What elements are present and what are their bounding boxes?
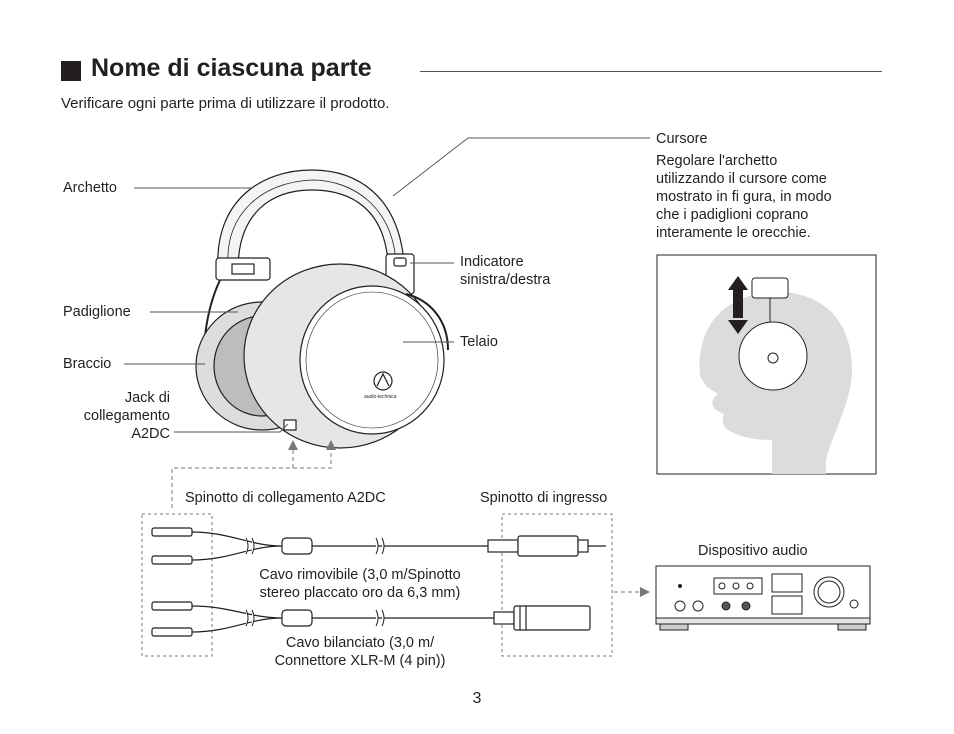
label-archetto: Archetto <box>63 180 117 196</box>
label-spinotto-ingresso: Spinotto di ingresso <box>480 490 608 506</box>
label-padiglione: Padiglione <box>63 304 131 320</box>
cable-unbalanced <box>151 527 606 565</box>
cable-balanced <box>151 601 591 637</box>
logo-mark <box>373 371 393 391</box>
label-telaio: Telaio <box>460 334 498 350</box>
page-number: 3 <box>472 690 482 707</box>
title-rule <box>420 71 882 72</box>
label-indicatore: Indicatore sinistra/destra <box>460 254 551 288</box>
headband <box>217 169 405 271</box>
label-braccio: Braccio <box>63 356 112 372</box>
arrow-up-a <box>288 440 298 450</box>
slider-double-arrow <box>728 276 748 334</box>
a2dc-jack <box>283 419 297 431</box>
plug-box-right <box>501 513 613 657</box>
page-subtitle: Verificare ogni parte prima di utilizzar… <box>61 95 390 112</box>
arrow-up-b <box>326 440 336 450</box>
label-dispositivo-audio: Dispositivo audio <box>698 543 808 559</box>
label-jack-a2dc: Jack di collegamento A2DC <box>83 390 170 442</box>
plug-box-left <box>141 513 213 657</box>
cable-break-marks <box>245 537 385 627</box>
dashed-connector <box>171 444 332 508</box>
inset-headphone <box>738 277 808 391</box>
frame <box>299 285 445 435</box>
cursore-description: Regolare l'archetto utilizzando il curso… <box>656 153 832 241</box>
label-cavo-rimovibile: Cavo rimovibile (3,0 m/Spinotto stereo p… <box>259 567 461 601</box>
label-cursore: Cursore <box>656 131 708 147</box>
audio-device-drawing <box>655 565 871 631</box>
title-marker-square <box>61 61 81 81</box>
logo-text: audio-technica <box>364 394 397 400</box>
label-spinotto-a2dc: Spinotto di collegamento A2DC <box>185 490 386 506</box>
page-title: Nome di ciascuna parte <box>91 54 372 82</box>
label-cavo-bilanciato: Cavo bilanciato (3,0 m/ Connettore XLR-M… <box>274 635 446 669</box>
headphones-drawing <box>195 169 449 449</box>
leader-lines <box>124 137 650 433</box>
arrow-right <box>640 587 650 597</box>
